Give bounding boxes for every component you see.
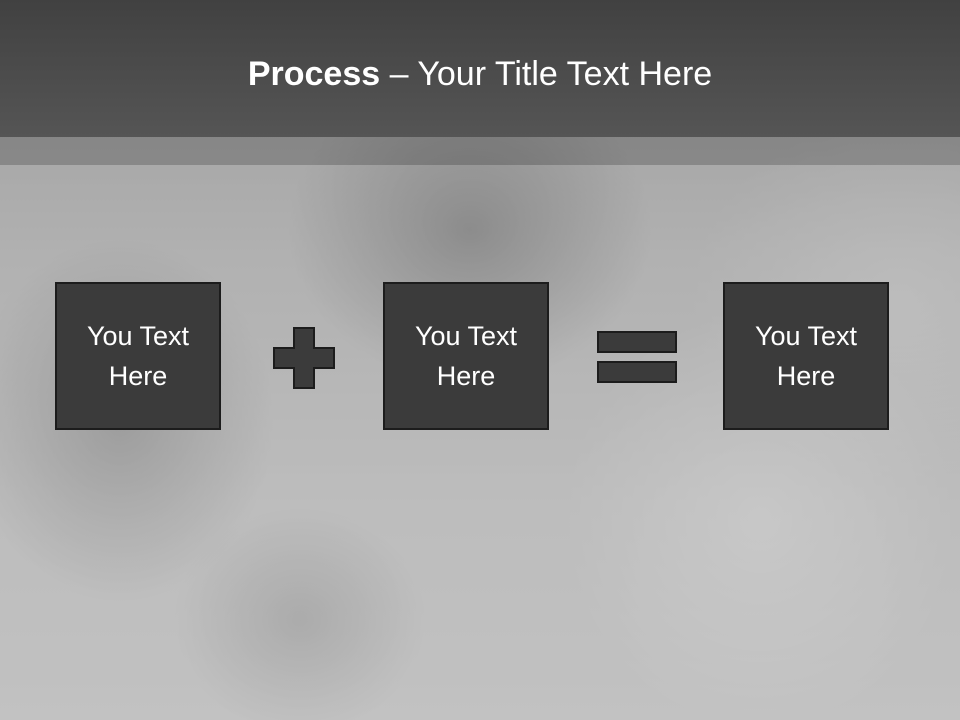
title-bar [0, 0, 960, 137]
title-underband [0, 137, 960, 165]
process-box-1: You Text Here [55, 282, 221, 430]
process-box-3: You Text Here [723, 282, 889, 430]
slide-title-rest: – Your Title Text Here [380, 55, 713, 93]
process-box-2: You Text Here [383, 282, 549, 430]
equals-icon [597, 331, 677, 383]
slide-title: Process – Your Title Text Here [0, 52, 960, 96]
slide-title-bold: Process [247, 55, 381, 93]
process-box-1-label: You Text Here [86, 321, 190, 391]
plus-icon [273, 327, 335, 389]
process-box-3-label: You Text Here [754, 321, 858, 391]
background-overlay [0, 165, 960, 720]
process-box-2-label: You Text Here [414, 321, 518, 391]
